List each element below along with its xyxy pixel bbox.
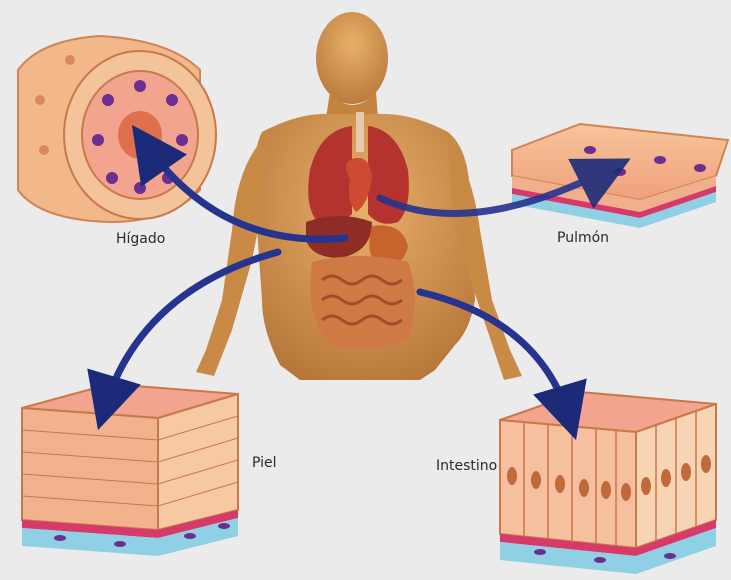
label-lung: Pulmón — [557, 230, 609, 246]
trachea — [356, 112, 364, 152]
label-skin: Piel — [252, 455, 277, 471]
label-liver: Hígado — [116, 231, 165, 247]
human-torso — [196, 12, 522, 380]
label-intestine: Intestino — [436, 458, 497, 474]
head — [316, 12, 388, 104]
lung-tissue — [512, 124, 728, 228]
intestine-tissue — [500, 392, 716, 574]
skin-tissue — [22, 384, 238, 556]
